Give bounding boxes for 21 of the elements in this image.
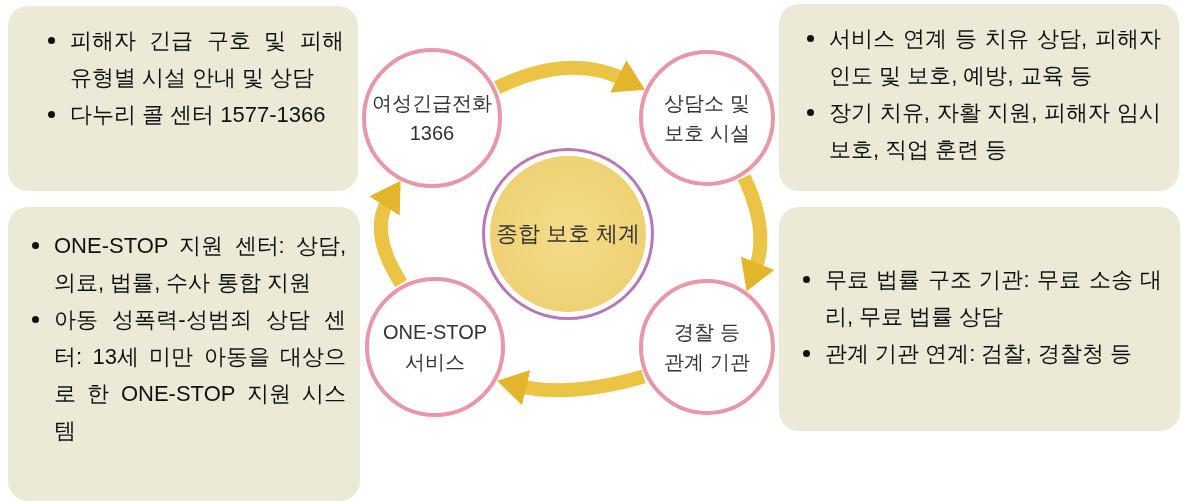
text-panel <box>8 207 360 501</box>
bullet-item: ONE-STOP 지원 센터: 상담, 의료, 법률, 수사 통합 지원 <box>28 227 346 301</box>
bullet-item: 아동 성폭력-성범죄 상담 센터: 13세 미만 아동을 대상으로 한 ONE-STOP 지원 시스템 <box>28 301 346 449</box>
process-circle: 경찰 등 관계 기관 <box>639 279 775 415</box>
bullet-item: 관계 기관 연계: 검찰, 경찰청 등 <box>799 335 1162 372</box>
bullet-item: 무료 법률 구조 기관: 무료 소송 대리, 무료 법률 상담 <box>799 261 1162 335</box>
curved-arrow <box>737 174 775 292</box>
bullet-item: 장기 치유, 자활 지원, 피해자 임시 보호, 직업 훈련 등 <box>803 94 1161 168</box>
center-circle: 종합 보호 체계 <box>482 148 654 320</box>
process-circle: 상담소 및 보호 시설 <box>639 50 775 186</box>
text-panel <box>8 6 358 191</box>
curved-arrow <box>369 180 408 288</box>
process-circle: ONE-STOP 서비스 <box>365 277 505 417</box>
process-circle: 여성긴급전화 1366 <box>362 48 502 188</box>
bullet-item: 피해자 긴급 구호 및 피해 유형별 시설 안내 및 상담 <box>44 22 344 96</box>
curved-arrow <box>496 369 646 406</box>
bullet-item: 서비스 연계 등 치유 상담, 피해자 인도 및 보호, 예방, 교육 등 <box>803 20 1161 94</box>
text-panel <box>779 207 1180 431</box>
bullet-item: 다누리 콜 센터 1577-1366 <box>44 96 344 133</box>
curved-arrow <box>494 60 646 94</box>
text-panel <box>779 4 1179 191</box>
